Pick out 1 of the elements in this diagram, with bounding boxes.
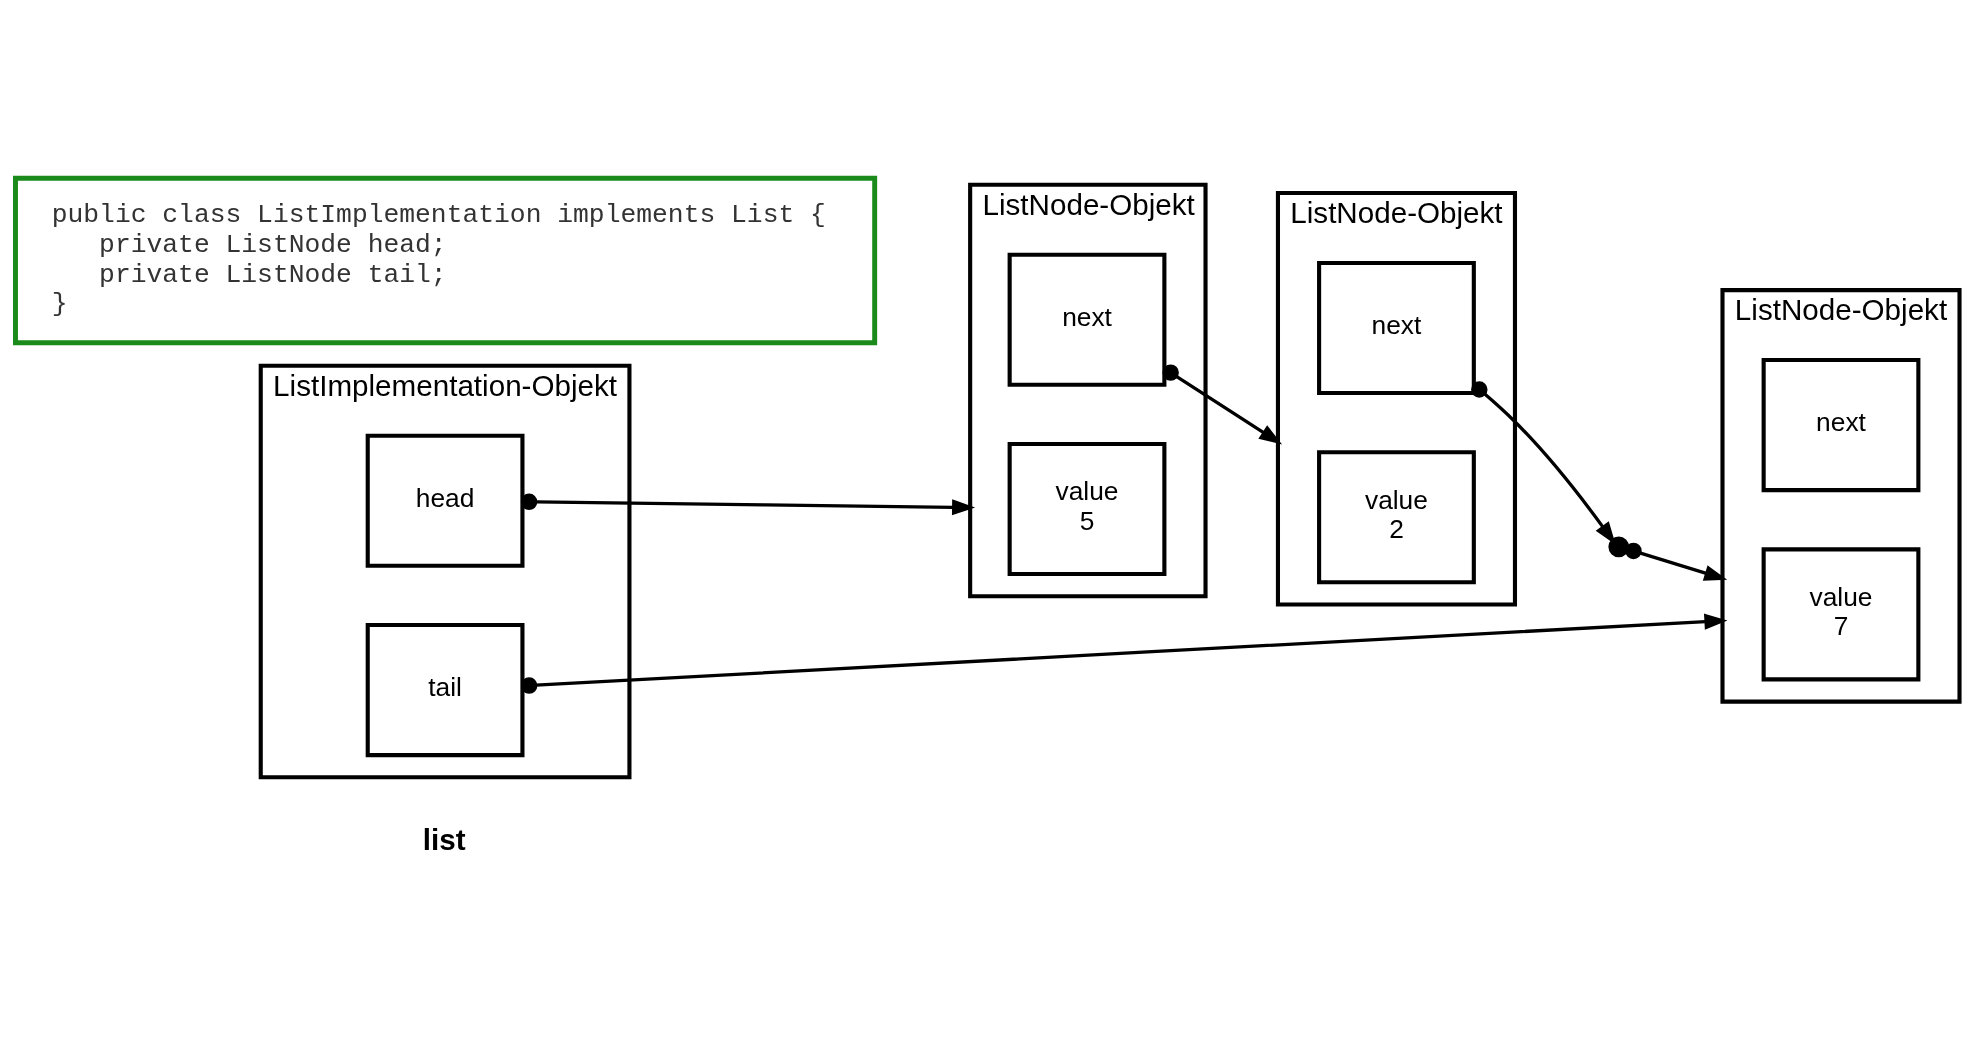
node-label: list [422, 823, 466, 857]
